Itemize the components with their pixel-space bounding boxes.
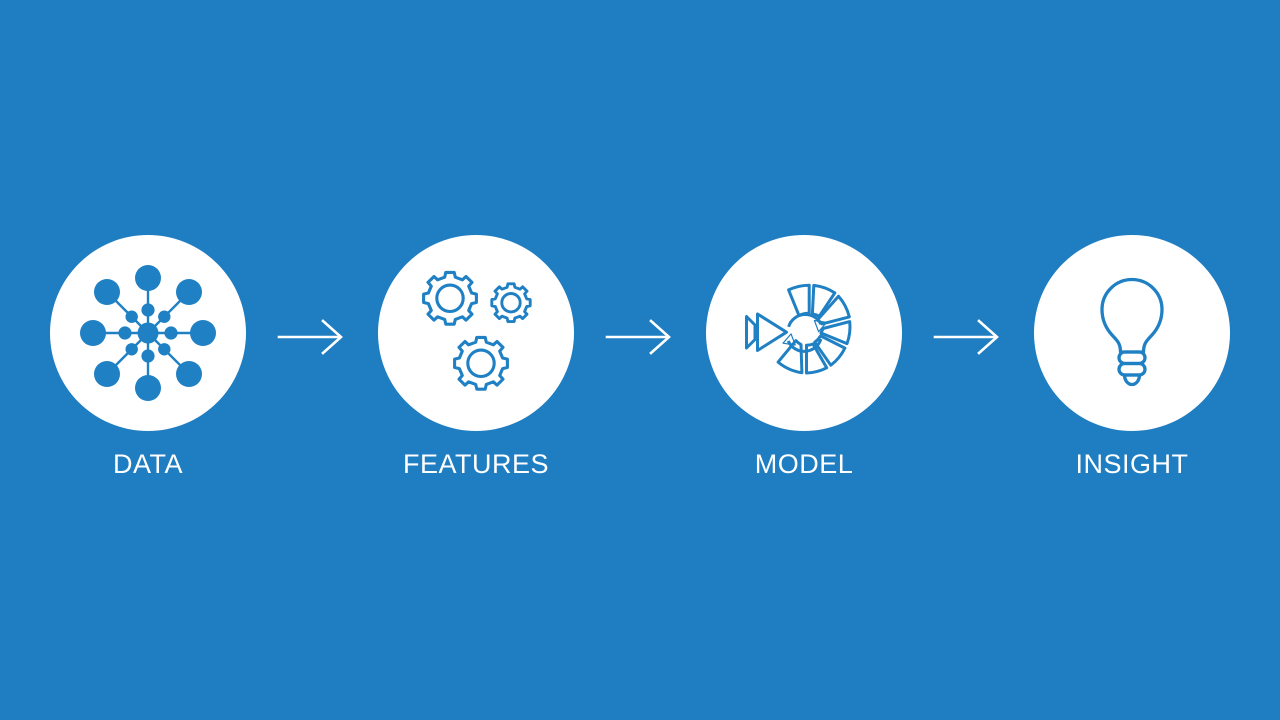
step-features-label: FEATURES (402, 448, 549, 479)
gear-top-right (490, 281, 532, 323)
step-model[interactable]: MODEL (706, 234, 902, 479)
step-features-disc (378, 234, 574, 431)
arrow-right-icon (605, 318, 671, 355)
model-wheel-icon (745, 283, 852, 374)
step-insight-disc (1034, 234, 1230, 431)
step-features[interactable]: FEATURES (378, 234, 574, 479)
step-model-disc (706, 234, 902, 431)
network-nodes-icon (80, 264, 216, 401)
arrow-right-icon (933, 318, 999, 355)
gear-bottom-center (453, 335, 509, 391)
arrow-right-icon (277, 318, 343, 355)
step-model-label: MODEL (754, 448, 854, 479)
step-insight[interactable]: INSIGHT (1034, 234, 1230, 479)
step-insight-label: INSIGHT (1075, 448, 1189, 479)
lightbulb-icon (1100, 277, 1164, 386)
step-data-label: DATA (112, 448, 183, 479)
step-data-disc (50, 234, 246, 431)
connector-2 (574, 239, 706, 435)
gears-icon (422, 270, 532, 391)
connector-1 (246, 239, 378, 435)
gear-top-left (422, 270, 478, 326)
step-data[interactable]: DATA (50, 234, 246, 479)
connector-3 (902, 239, 1034, 435)
